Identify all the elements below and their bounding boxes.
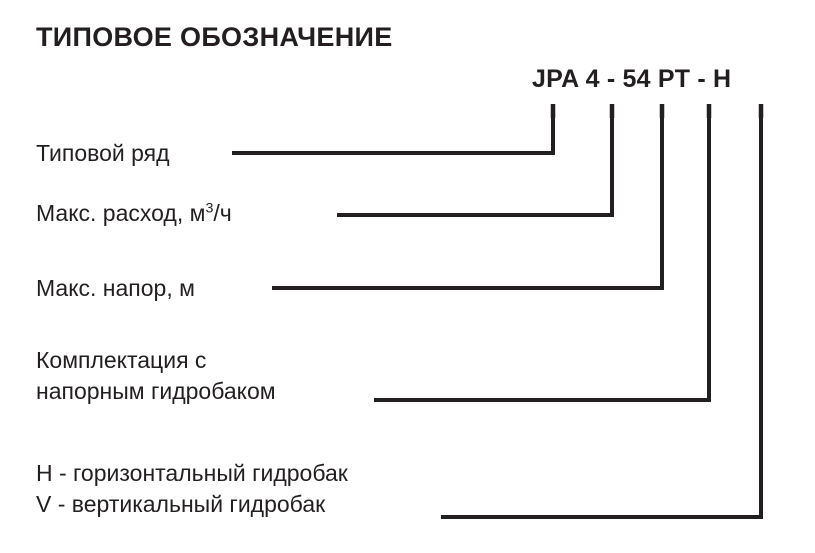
page-title: ТИПОВОЕ ОБОЗНАЧЕНИЕ [36, 22, 393, 52]
legend-item-tank-equipment: Комплектация с напорным гидробаком [36, 345, 276, 406]
legend-label-suffix: /ч [213, 200, 232, 226]
legend-label-text: Макс. расход, м [36, 200, 206, 226]
legend-item-type-series: Типовой ряд [36, 138, 170, 169]
model-code: JPA 4 - 54 PT - H [532, 65, 732, 93]
legend-item-max-flow: Макс. расход, м3/ч [36, 198, 232, 229]
legend-label-text: Типовой ряд [36, 140, 170, 166]
legend-item-max-head: Макс. напор, м [36, 273, 195, 304]
leader-line-tank-equipment [374, 112, 711, 402]
leader-line-tank-orientation [441, 112, 763, 519]
leader-line-max-flow [337, 112, 614, 217]
legend-label-text: Макс. напор, м [36, 275, 195, 301]
legend-label-line-2: напорным гидробаком [36, 377, 276, 404]
legend-label-line-1: H - горизонтальный гидробак [36, 460, 348, 486]
legend-label-line-1: Комплектация с [36, 347, 207, 373]
superscript-three: 3 [205, 200, 214, 217]
leader-line-max-head [272, 112, 664, 290]
legend-label-line-2: V - вертикальный гидробак [36, 490, 326, 517]
leader-line-type-series [232, 112, 555, 155]
legend-item-tank-orientation: H - горизонтальный гидробак V - вертикал… [36, 458, 348, 519]
